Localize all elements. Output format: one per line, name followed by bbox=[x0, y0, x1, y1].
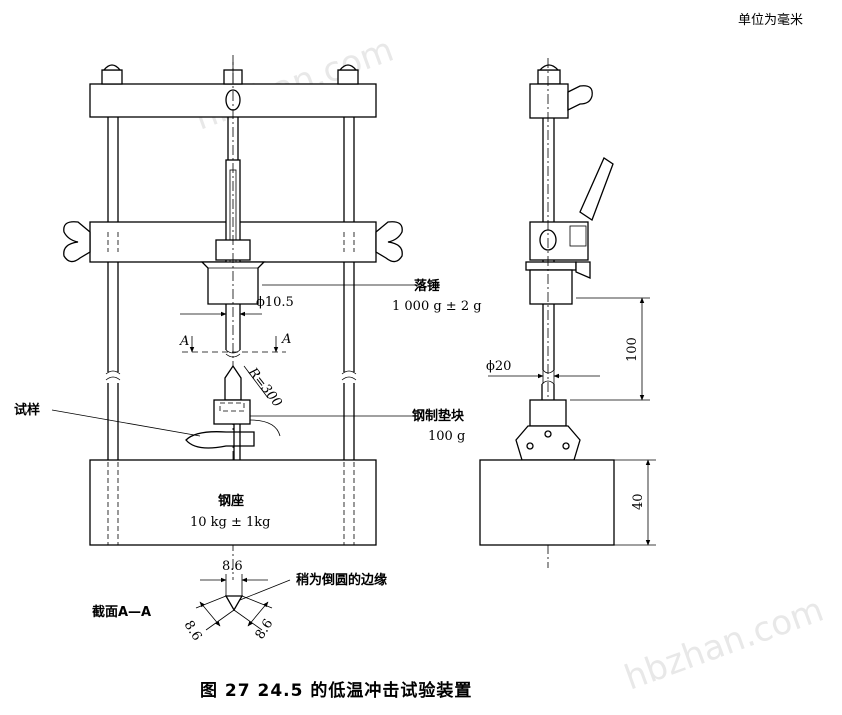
hammer-mass: 1 000 g ± 2 g bbox=[392, 299, 482, 314]
steel-pad-label: 钢制垫块 bbox=[412, 408, 465, 424]
wing-nut-left bbox=[63, 221, 91, 263]
section-title: 截面A—A bbox=[92, 604, 151, 620]
steel-base bbox=[89, 459, 377, 546]
guide-rod-right bbox=[341, 117, 357, 460]
base-mass: 10 kg ± 1kg bbox=[190, 515, 271, 530]
section-mark-left: A bbox=[179, 334, 189, 349]
top-nut-right bbox=[337, 64, 359, 85]
guide-rod-left bbox=[105, 117, 121, 460]
specimen-label: 试样 bbox=[14, 402, 40, 418]
specimen bbox=[185, 431, 255, 449]
figure-caption: 图 27 24.5 的低温冲击试验装置 bbox=[200, 680, 472, 701]
wing-nut-right bbox=[375, 221, 403, 263]
dim-40: 40 bbox=[631, 493, 646, 510]
watermark-bottom: hbzhan.com bbox=[619, 590, 828, 699]
side-view bbox=[479, 58, 615, 568]
dim-86-right: 8.6 bbox=[253, 617, 277, 642]
front-view: ϕ10.5 A A R=300 bbox=[63, 55, 403, 580]
steel-pad bbox=[213, 399, 251, 425]
section-mark-right: A bbox=[281, 332, 291, 347]
phi-side-label: ϕ20 bbox=[486, 359, 511, 374]
phi-rod-label: ϕ10.5 bbox=[256, 295, 294, 310]
dim-100: 100 bbox=[625, 337, 640, 362]
hammer-label: 落锤 bbox=[414, 278, 440, 294]
unit-note: 单位为毫米 bbox=[738, 12, 803, 28]
base-label: 钢座 bbox=[218, 493, 244, 509]
top-nut-left bbox=[101, 64, 123, 85]
steel-pad-mass: 100 g bbox=[428, 429, 465, 444]
dim-86-left: 8.6 bbox=[181, 618, 205, 643]
dim-86-top: 8.6 bbox=[222, 559, 243, 574]
section-aa bbox=[195, 574, 291, 631]
round-edge-label: 稍为倒圆的边缘 bbox=[296, 572, 387, 588]
